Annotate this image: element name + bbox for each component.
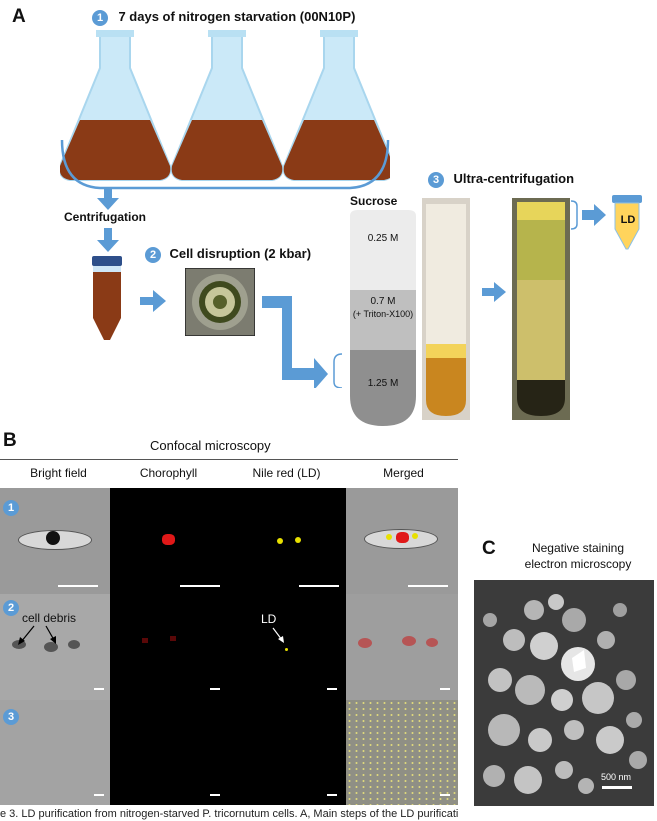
right-arrow-icon <box>482 282 506 302</box>
flask-tray-illustration <box>60 30 390 190</box>
cell-debris-annotation: cell debris <box>22 611 77 625</box>
panel-c-letter: C <box>482 538 496 559</box>
sucrose-gradient-tube <box>350 210 416 426</box>
micrograph-merged-3 <box>346 700 458 805</box>
ld-speckle-layer <box>346 700 458 805</box>
falcon-tube-icon <box>92 256 122 340</box>
flask-icon <box>170 30 284 181</box>
column-header-chlorophyll: Chorophyll <box>139 466 198 480</box>
ld-bracket-arrow <box>570 200 606 230</box>
ld-signal <box>386 534 392 540</box>
chlorophyll-signal <box>402 636 416 646</box>
centrifugation-label: Centrifugation <box>64 210 146 224</box>
micrograph-merged-2 <box>346 594 458 700</box>
ld-tube-icon <box>612 195 642 250</box>
chlorophyll-signal <box>170 636 176 641</box>
step-3-badge: 3 <box>428 172 444 188</box>
sucrose-middle-note: (+ Triton-X100) <box>352 309 414 319</box>
micrograph-chlorophyll-2 <box>110 594 227 700</box>
micrograph-merged-1 <box>346 488 458 594</box>
panel-b-divider <box>0 459 458 460</box>
ld-annotation: LD <box>261 612 277 626</box>
down-arrow-icon <box>97 188 119 210</box>
cell-debris-blob <box>68 640 80 649</box>
figure-caption: e 3. LD purification from nitrogen-starv… <box>0 808 459 820</box>
chlorophyll-signal <box>358 638 372 648</box>
step-3-heading: 3 Ultra-centrifugation <box>428 170 574 188</box>
arrow-icon <box>272 627 284 643</box>
sucrose-middle-label: 0.7 M <box>370 296 396 307</box>
bent-arrow-icon <box>262 296 343 388</box>
panel-c-title-line2: electron microscopy <box>524 557 632 571</box>
column-header-merged: Merged <box>383 466 424 480</box>
micrograph-nile-red-2: LD <box>227 594 346 700</box>
cell-disruption-photo <box>185 268 255 336</box>
sucrose-bottom-label: 1.25 M <box>367 378 399 389</box>
step-2-title: Cell disruption (2 kbar) <box>169 246 312 261</box>
chlorophyll-signal <box>142 638 148 643</box>
micrograph-nile-red-3 <box>227 700 346 805</box>
em-particles <box>483 594 647 794</box>
micrograph-chlorophyll-3 <box>110 700 227 805</box>
column-header-nile-red: Nile red (LD) <box>252 466 321 480</box>
panel-a-letter: A <box>12 6 26 27</box>
panel-b-letter: B <box>3 430 17 451</box>
micrograph-chlorophyll-1 <box>110 488 227 594</box>
panel-c-title-line1: Negative staining <box>531 541 625 555</box>
column-header-bright-field: Bright field <box>30 466 87 480</box>
chlorophyll-signal <box>426 638 438 647</box>
micrograph-nile-red-1 <box>227 488 346 594</box>
cell-debris-blob <box>44 642 58 652</box>
step-1-badge: 1 <box>92 10 108 26</box>
cell-debris-blob <box>12 640 26 649</box>
electron-micrograph: 500 nm <box>474 580 654 806</box>
tube-photo-before <box>422 198 470 420</box>
step-3-title: Ultra-centrifugation <box>453 171 575 186</box>
ld-tube-label: LD <box>620 214 636 226</box>
ld-signal <box>412 533 418 539</box>
panel-b-title: Confocal microscopy <box>150 438 271 453</box>
ld-signal <box>285 648 288 651</box>
row-1-badge: 1 <box>3 500 19 516</box>
sucrose-top-label: 0.25 M <box>367 233 399 244</box>
ld-signal <box>277 538 283 544</box>
ld-signal <box>295 537 301 543</box>
arrow-icon <box>18 625 56 645</box>
flask-icon <box>282 30 390 181</box>
row-3-badge: 3 <box>3 709 19 725</box>
tube-photo-after <box>512 198 570 420</box>
step-1-title: 7 days of nitrogen starvation (00N10P) <box>118 9 356 24</box>
em-scale-label: 500 nm <box>600 772 632 782</box>
step-2-badge: 2 <box>145 247 161 263</box>
chlorophyll-signal <box>162 534 175 545</box>
step-2-heading: 2 Cell disruption (2 kbar) <box>145 245 311 263</box>
flask-icon <box>60 30 172 181</box>
down-arrow-icon <box>97 228 119 252</box>
sucrose-title: Sucrose <box>350 194 398 208</box>
right-arrow-icon <box>140 290 166 312</box>
step-1-heading: 1 7 days of nitrogen starvation (00N10P) <box>92 8 355 26</box>
micrograph-bright-field-2 <box>0 594 110 700</box>
row-2-badge: 2 <box>3 600 19 616</box>
chlorophyll-signal <box>396 532 409 543</box>
plastid <box>46 531 60 545</box>
